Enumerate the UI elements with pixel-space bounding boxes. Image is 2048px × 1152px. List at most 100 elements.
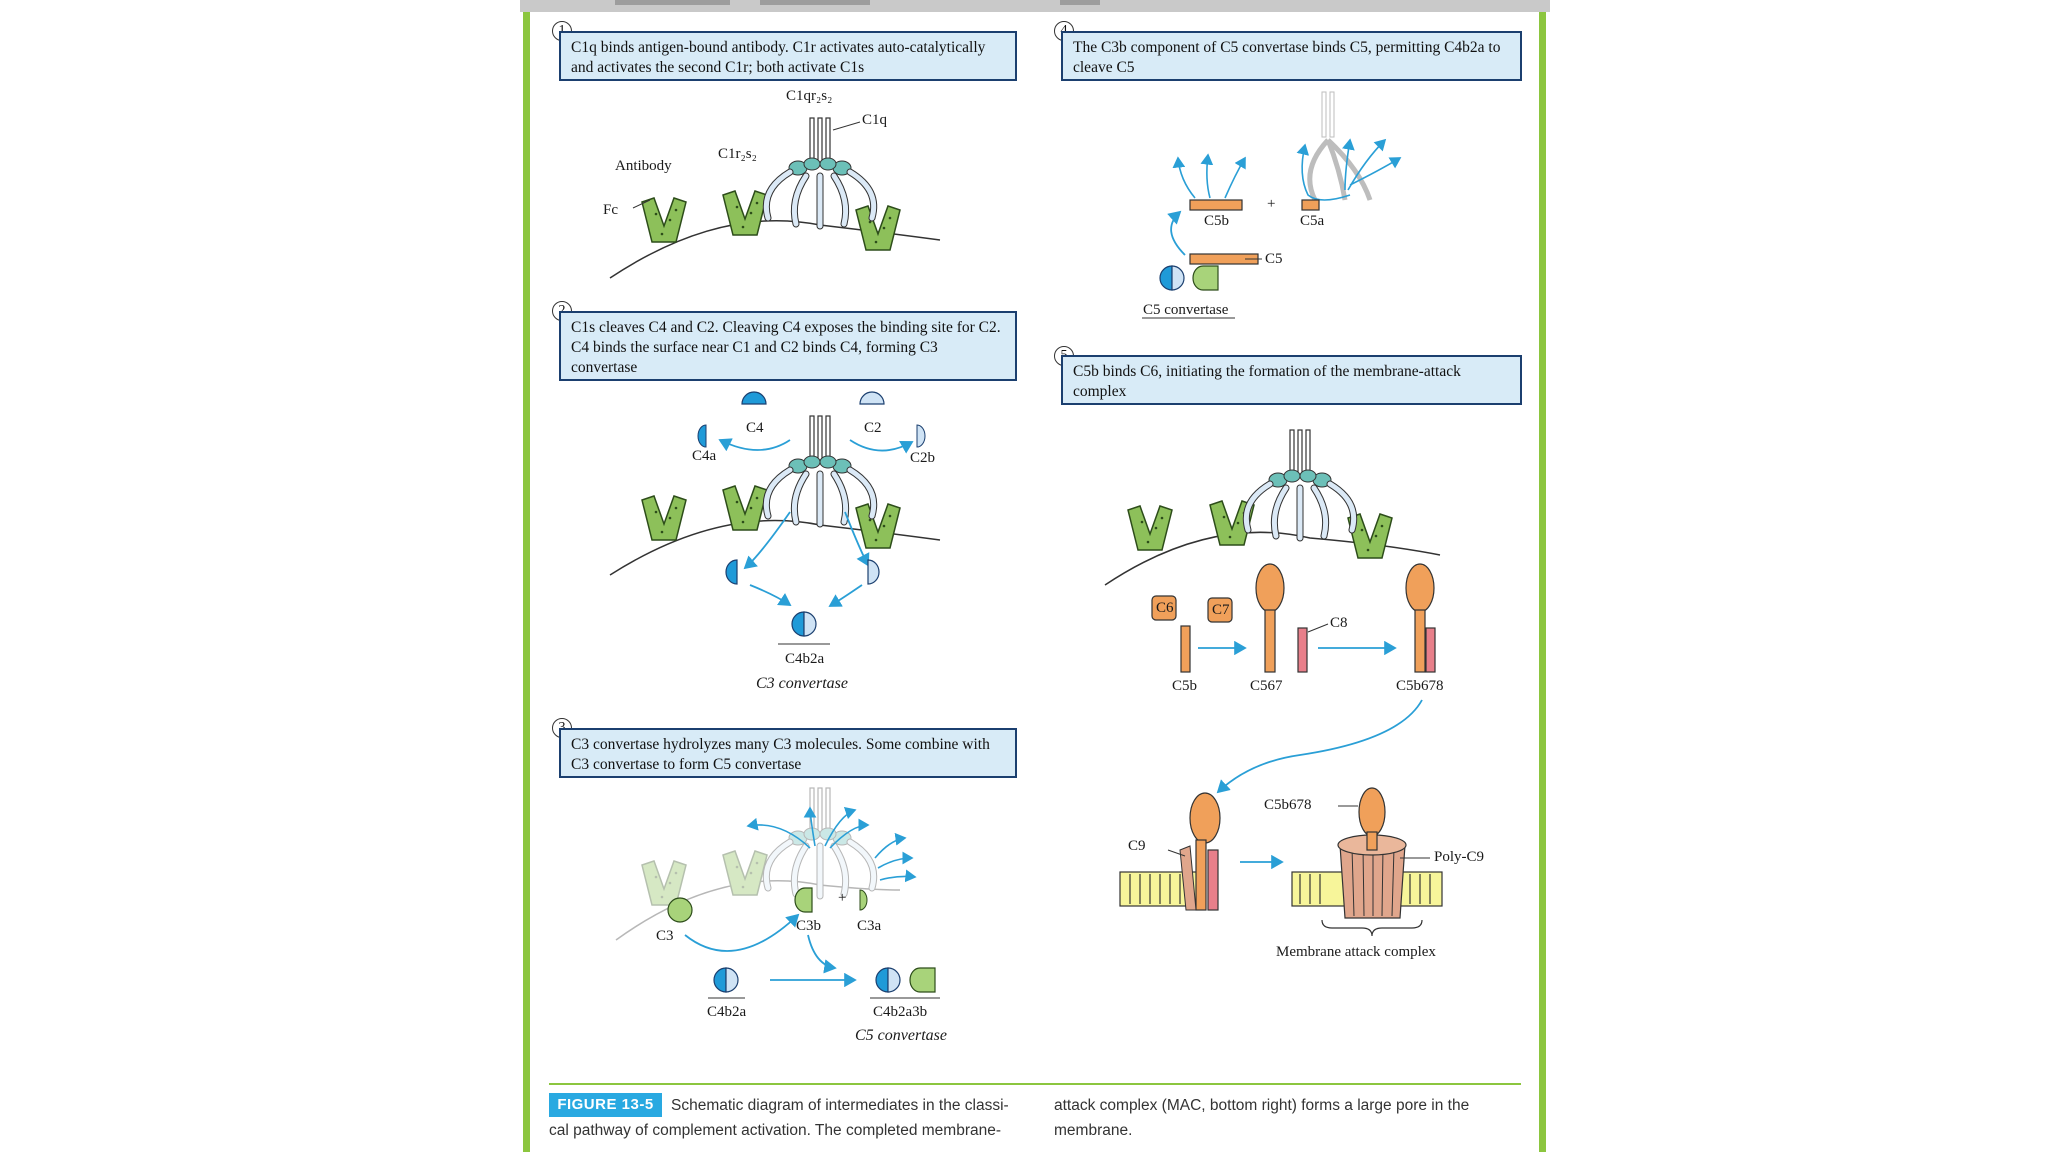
label-c5b678: C5b678 [1396,678,1444,694]
c4-molecule [741,391,767,405]
cleavage-arrow [849,439,914,454]
label-c4b2a: C4b2a [707,1004,747,1020]
mac-c5b678-head [1358,787,1386,837]
c4b2a-c2a [725,967,739,993]
antibody-molecule [722,485,768,531]
step2-illustration [609,391,941,645]
insertion-arrow [1216,699,1423,794]
c5b678-c8 [1425,627,1436,673]
release-arrow [879,869,917,883]
label-c4a: C4a [692,448,717,464]
step1-description: C1q binds antigen-bound antibody. C1r ac… [559,31,1017,81]
binding-arrow [743,511,791,570]
c5b-release-arrow [1224,156,1246,199]
c2b-fragment [916,424,926,448]
caption-line: Schematic diagram of intermediates in th… [671,1097,1009,1114]
label-plus: + [838,890,847,906]
c5-convertase-c3b [1192,265,1219,291]
c4b2a-c2a [803,611,817,637]
hydrolysis-arrow [829,818,870,849]
label-c5b: C5b [1172,678,1198,694]
label-c4b2a: C4b2a [785,651,825,667]
viewer-toolbar-strip [520,0,1550,12]
mac-c8 [1207,849,1219,911]
label-c6: C6 [1156,600,1174,616]
c5a-release-arrow [1349,157,1402,186]
label-c1qr2s2: C1qr₂s₂ [786,88,833,104]
label-c3a: C3a [857,918,882,934]
hydrolysis-arrow [803,806,817,847]
label-c2: C2 [864,420,882,436]
c5a-release-arrow [1342,138,1355,191]
c3-molecule [667,897,693,923]
c5-convertase-c4b [875,967,889,993]
label-c5: C5 [1265,251,1283,267]
label-c5-convertase: C5 convertase [855,1027,947,1044]
c4b2a-c4b [713,967,727,993]
pore-staves [1351,847,1395,917]
c5b678-head [1405,563,1435,613]
step3-description: C3 convertase hydrolyzes many C3 molecul… [559,728,1017,778]
hydrolysis-arrow [824,806,857,847]
c8-pointer [1307,623,1329,633]
c9-pointer [1167,849,1186,857]
c5b-bar [1189,199,1243,211]
cell-surface [609,519,941,576]
label-poly-c9: Poly-C9 [1434,849,1485,865]
toolbar-segment [1060,0,1100,5]
antibody-molecule [722,190,768,236]
label-c8: C8 [1330,615,1348,631]
c1-complex [1246,430,1353,538]
label-c3-convertase: C3 convertase [756,675,848,692]
mac-brace [1321,919,1423,937]
c5-convertase-c2a [887,967,901,993]
step4-illustration [1142,91,1402,319]
label-c4b2a3b: C4b2a3b [873,1004,928,1020]
caption-rule [549,1083,1521,1085]
toolbar-segment [615,0,730,5]
c2-molecule [859,391,885,405]
antibody-molecule [1127,505,1173,551]
c3a-fragment [859,889,868,911]
c5-convertase-c2a [1171,265,1185,291]
c5a-release-arrow [1296,143,1351,201]
c567-stalk [1264,609,1276,673]
c4b2a-c4b [791,611,805,637]
label-c5b: C5b [1204,213,1230,229]
c9-molecule [1179,845,1197,911]
page-frame-right [1539,12,1546,1152]
label-antibody: Antibody [615,158,672,174]
release-arrow [874,832,907,859]
c8-molecule [1297,627,1308,673]
c4a-fragment [697,424,707,448]
c7-molecule [1207,597,1233,623]
label-c5a: C5a [1300,213,1325,229]
label-c1r2s2: C1r₂s₂ [718,146,757,162]
step1-illustration [609,118,941,279]
label-c9: C9 [1128,838,1146,854]
mac-stalk [1195,839,1207,911]
page-frame-left [523,12,530,1152]
label-c3: C3 [656,928,674,944]
c3b-fragment [794,887,813,913]
figure-badge: FIGURE 13-5 [549,1093,662,1117]
c567-head [1255,563,1285,613]
c2a-bound [867,559,880,585]
binding-arrow [844,511,870,567]
antibody-molecule [855,205,901,251]
mac-c5b678-head [1189,792,1221,844]
lipid-tails [1299,874,1431,904]
c1q-pointer [832,121,861,131]
label-c5b678: C5b678 [1264,797,1312,813]
antibody-molecule [855,503,901,549]
label-fc: Fc [603,202,618,218]
label-membrane-attack-complex: Membrane attack complex [1276,944,1436,960]
label-c7: C7 [1212,602,1230,618]
c5b678-stalk [1414,609,1426,673]
caption-line: membrane. [1054,1122,1133,1139]
assembly-arrow [749,584,792,606]
label-c1q: C1q [862,112,888,128]
toolbar-segment [760,0,870,5]
hydrolysis-arrow [746,817,811,849]
label-c5-convertase: C5 convertase [1143,302,1229,318]
